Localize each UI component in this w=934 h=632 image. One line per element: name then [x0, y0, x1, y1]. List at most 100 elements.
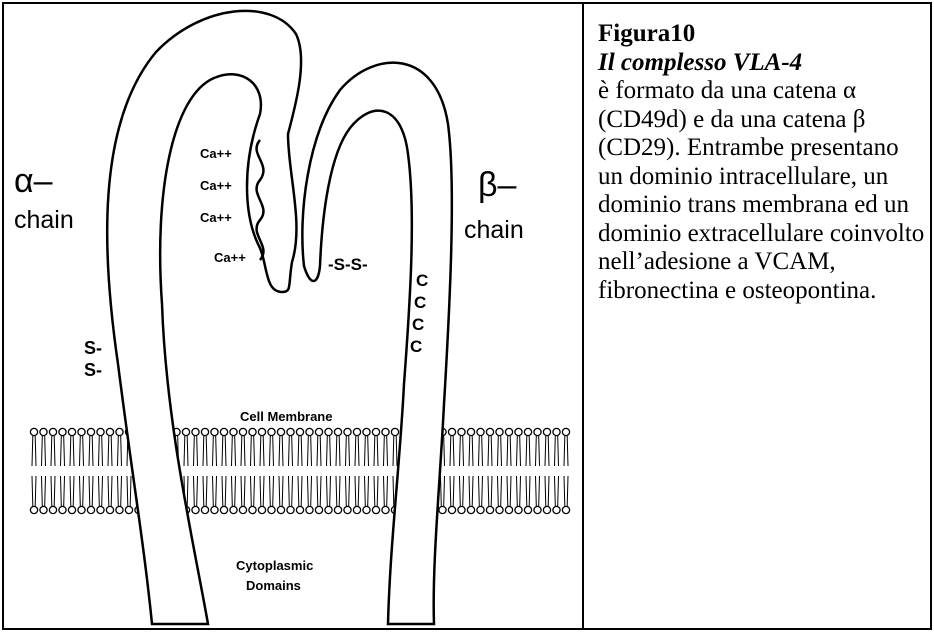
lipid-tail [273, 476, 274, 506]
lipid-tail [42, 476, 43, 506]
lipid-head [486, 428, 493, 435]
lipid-tail [241, 436, 242, 466]
lipid-tail [336, 476, 337, 506]
lipid-tail [507, 476, 508, 506]
lipid-head [458, 506, 465, 513]
caption-title: Figura10 [598, 20, 928, 49]
lipid-tail [187, 436, 188, 466]
beta-symbol: β– [478, 166, 517, 204]
lipid-tail [365, 436, 366, 466]
lipid-tail [206, 476, 207, 506]
lipid-head [534, 506, 541, 513]
lipid-head [211, 506, 218, 513]
lipid-tail [358, 476, 359, 506]
lipid-tail [70, 436, 71, 466]
lipid-head [287, 428, 294, 435]
lipid-head [277, 428, 284, 435]
lipid-head [78, 506, 85, 513]
vla4-diagram: α– chain β– chain Ca++ Ca++ Ca++ Ca++ S-… [4, 4, 582, 628]
lipid-tail [327, 436, 328, 466]
lipid-tail [498, 436, 499, 466]
lipid-tail [387, 436, 388, 466]
lipid-tail [130, 476, 131, 506]
lipid-head [344, 506, 351, 513]
lipid-tail [235, 476, 236, 506]
lipid-head [534, 428, 541, 435]
lipid-tail [517, 436, 518, 466]
lipid-tail [339, 476, 340, 506]
cysteine-label: C [414, 293, 426, 312]
lipid-tail [102, 436, 103, 466]
lipid-tail [469, 436, 470, 466]
lipid-tail [45, 436, 46, 466]
lipid-head [182, 428, 189, 435]
lipid-head [477, 428, 484, 435]
lipid-tail [472, 476, 473, 506]
lipid-head [97, 428, 104, 435]
lipid-tail [365, 476, 366, 506]
lipid-tail [197, 436, 198, 466]
lipid-tail [89, 436, 90, 466]
lipid-tail [35, 436, 36, 466]
lipid-head [448, 506, 455, 513]
lipid-tail [244, 436, 245, 466]
lipid-tail [216, 436, 217, 466]
lipid-head [325, 428, 332, 435]
lipid-tail [270, 436, 271, 466]
lipid-tail [254, 436, 255, 466]
lipid-tail [463, 436, 464, 466]
lipid-tail [339, 436, 340, 466]
lipid-head [334, 506, 341, 513]
lipid-tail [111, 476, 112, 506]
beta-chain-shape [302, 63, 452, 624]
lipid-head [382, 428, 389, 435]
lipid-tail [54, 436, 55, 466]
lipid-tail [488, 476, 489, 506]
lipid-tail [187, 476, 188, 506]
lipid-head [258, 428, 265, 435]
lipid-tail [491, 476, 492, 506]
lipid-tail [121, 476, 122, 506]
lipid-tail [469, 476, 470, 506]
lipid-tail [244, 476, 245, 506]
lipid-tail [263, 436, 264, 466]
lipid-tail [108, 436, 109, 466]
lipid-tail [61, 476, 62, 506]
lipid-tail [127, 476, 128, 506]
lipid-tail [317, 476, 318, 506]
lipid-tail [118, 476, 119, 506]
lipid-tail [64, 476, 65, 506]
lipid-tail [80, 476, 81, 506]
lipid-tail [567, 476, 568, 506]
lipid-tail [393, 436, 394, 466]
cell-membrane [30, 428, 569, 513]
lipid-tail [320, 436, 321, 466]
lipid-tail [298, 436, 299, 466]
calcium-site-label: Ca++ [200, 178, 232, 193]
lipid-tail [260, 476, 261, 506]
lipid-tail [232, 476, 233, 506]
lipid-tail [308, 436, 309, 466]
lipid-head [315, 428, 322, 435]
lipid-tail [349, 476, 350, 506]
lipid-head [515, 428, 522, 435]
lipid-head [125, 506, 132, 513]
lipid-tail [526, 476, 527, 506]
lipid-tail [336, 436, 337, 466]
lipid-tail [111, 436, 112, 466]
lipid-head [315, 506, 322, 513]
calcium-site-label: Ca++ [200, 210, 232, 225]
lipid-tail [558, 476, 559, 506]
lipid-tail [520, 476, 521, 506]
lipid-head [49, 428, 56, 435]
lipid-tail [529, 436, 530, 466]
lipid-tail [479, 436, 480, 466]
lipid-tail [282, 436, 283, 466]
lipid-head [87, 506, 94, 513]
lipid-tail [289, 436, 290, 466]
lipid-tail [99, 476, 100, 506]
lipid-tail [203, 436, 204, 466]
lipid-tail [330, 476, 331, 506]
lipid-tail [279, 436, 280, 466]
